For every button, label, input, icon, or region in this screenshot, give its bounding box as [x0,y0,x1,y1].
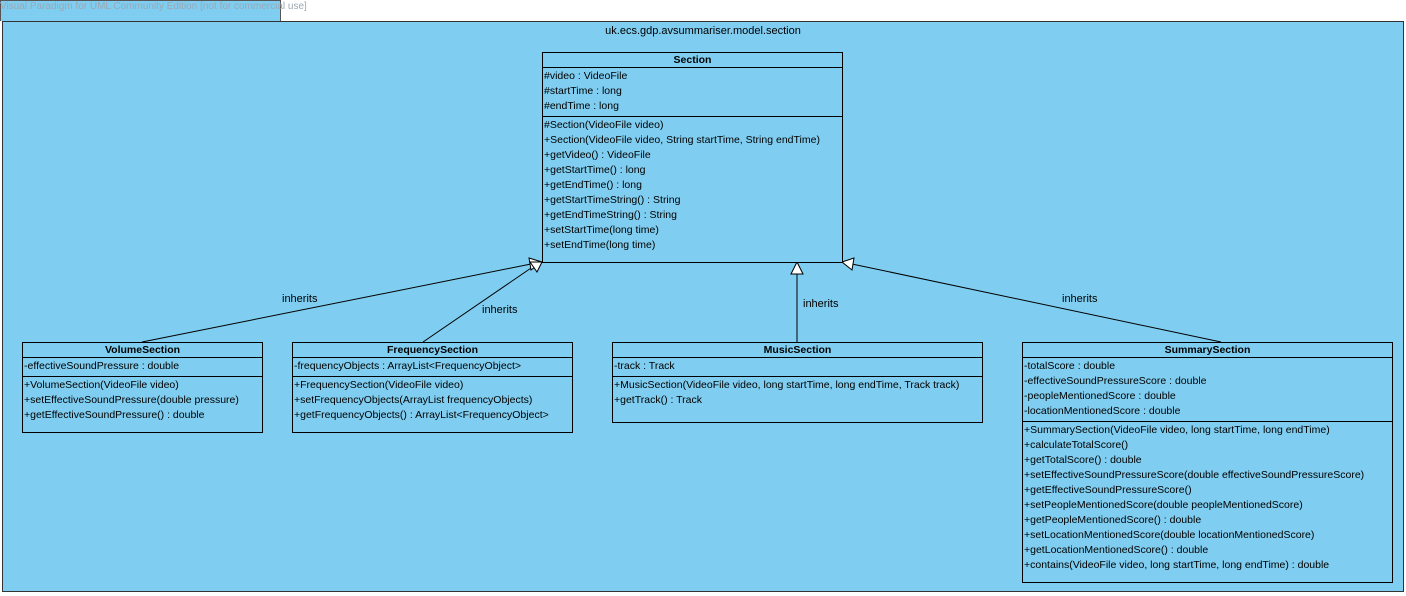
attributes-compartment: -effectiveSoundPressure : double [23,358,262,376]
summary-inherits-arrowhead [840,257,855,271]
attributes-compartment: -track : Track [613,358,982,376]
attribute: #startTime : long [544,85,622,97]
operations-compartment: #Section(VideoFile video) +Section(Video… [543,116,842,255]
class-name: SummarySection [1023,343,1392,358]
attribute: -frequencyObjects : ArrayList<FrequencyO… [294,360,522,372]
class-name: FrequencySection [293,343,572,358]
class-name: Section [543,53,842,68]
operation: +getEffectiveSoundPressureScore() [1024,484,1192,496]
class-music-section[interactable]: MusicSection -track : Track +MusicSectio… [612,342,983,423]
attribute: -totalScore : double [1024,360,1116,372]
operation: +setFrequencyObjects(ArrayList frequency… [294,394,533,406]
operation: +getPeopleMentionedScore() : double [1024,514,1202,526]
operations-compartment: +MusicSection(VideoFile video, long star… [613,376,982,410]
operation: +MusicSection(VideoFile video, long star… [614,379,960,391]
operation: +SummarySection(VideoFile video, long st… [1024,424,1330,436]
operation: +getStartTimeString() : String [544,194,681,206]
class-frequency-section[interactable]: FrequencySection -frequencyObjects : Arr… [292,342,573,433]
music-inherits-label: inherits [803,298,839,310]
frequency-inherits-label: inherits [482,304,518,316]
attributes-compartment: -frequencyObjects : ArrayList<FrequencyO… [293,358,572,376]
volume-inherits-line [141,263,532,343]
frequency-inherits-line [422,265,535,343]
operation: +setEndTime(long time) [544,239,656,251]
operations-compartment: +FrequencySection(VideoFile video) +setF… [293,376,572,425]
class-name: MusicSection [613,343,982,358]
class-section[interactable]: Section #video : VideoFile #startTime : … [542,52,843,263]
attributes-compartment: #video : VideoFile #startTime : long #en… [543,68,842,116]
volume-inherits-label: inherits [282,293,318,305]
frequency-inherits-arrowhead [529,261,543,273]
operation: +setStartTime(long time) [544,224,659,236]
operation: +Section(VideoFile video, String startTi… [544,134,820,146]
operation: +setEffectiveSoundPressure(double pressu… [24,394,239,406]
operation: +getVideo() : VideoFile [544,149,651,161]
operations-compartment: +VolumeSection(VideoFile video) +setEffe… [23,376,262,425]
operation: +getTrack() : Track [614,394,703,406]
attribute: #video : VideoFile [544,70,628,82]
operation: +contains(VideoFile video, long startTim… [1024,559,1330,571]
operation: #Section(VideoFile video) [544,119,664,131]
attribute: #endTime : long [544,100,619,112]
operation: +FrequencySection(VideoFile video) [294,379,464,391]
operation: +getStartTime() : long [544,164,646,176]
operation: +getLocationMentionedScore() : double [1024,544,1209,556]
operation: +calculateTotalScore() [1024,439,1129,451]
attribute: -locationMentionedScore : double [1024,405,1181,417]
attributes-compartment: -totalScore : double -effectiveSoundPres… [1023,358,1392,421]
operation: +setPeopleMentionedScore(double peopleMe… [1024,499,1303,511]
operation: +getEndTime() : long [544,179,642,191]
summary-inherits-label: inherits [1062,293,1098,305]
operation: +VolumeSection(VideoFile video) [24,379,179,391]
watermark-text: Visual Paradigm for UML Community Editio… [0,1,307,12]
summary-inherits-line [851,263,1222,343]
operation: +setLocationMentionedScore(double locati… [1024,529,1315,541]
attribute: -peopleMentionedScore : double [1024,390,1176,402]
attribute: -effectiveSoundPressureScore : double [1024,375,1207,387]
class-summary-section[interactable]: SummarySection -totalScore : double -eff… [1022,342,1393,583]
attribute: -effectiveSoundPressure : double [24,360,180,372]
package-name: uk.ecs.gdp.avsummariser.model.section [605,25,801,37]
operations-compartment: +SummarySection(VideoFile video, long st… [1023,421,1392,575]
operation: +getTotalScore() : double [1024,454,1142,466]
operation: +setEffectiveSoundPressureScore(double e… [1024,469,1365,481]
class-volume-section[interactable]: VolumeSection -effectiveSoundPressure : … [22,342,263,433]
music-inherits-arrowhead [790,260,804,275]
attribute: -track : Track [614,360,675,372]
operation: +getEndTimeString() : String [544,209,677,221]
operation: +getFrequencyObjects() : ArrayList<Frequ… [294,409,549,421]
class-name: VolumeSection [23,343,262,358]
package-tab [0,0,281,21]
operation: +getEffectiveSoundPressure() : double [24,409,205,421]
